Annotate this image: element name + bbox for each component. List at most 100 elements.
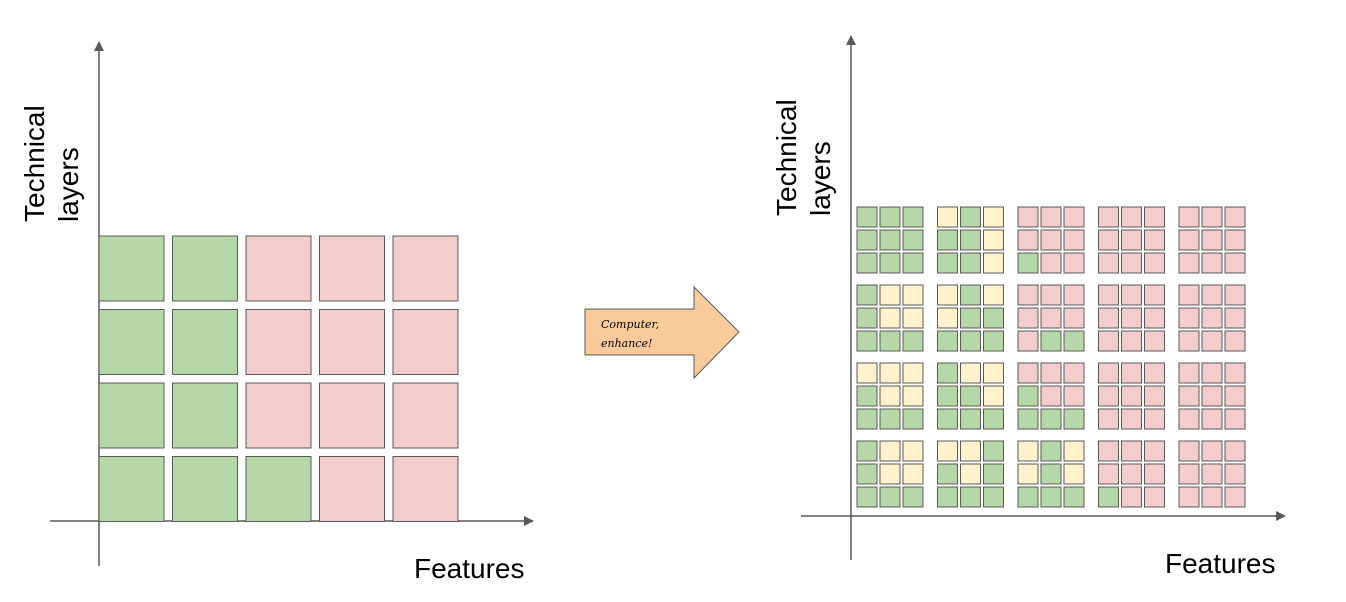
right-grid-cell-pink [1144,229,1165,251]
right-grid-cell-pink [1040,284,1062,306]
right-grid-cell-yellow [960,362,981,384]
right-grid-cell-pink [1121,440,1142,462]
right-grid-cell-pink [1144,330,1165,352]
right-grid-cell-pink [1121,330,1142,352]
right-grid-cell-pink [1178,229,1200,251]
right-grid-cell-yellow [960,463,981,485]
right-grid-cell-green [960,229,981,251]
right-grid-cell-green [1063,330,1085,352]
right-grid-cell-yellow [983,362,1004,384]
left-grid-cell-green [172,309,238,375]
right-grid-cell-green [856,385,878,407]
right-grid-cell-green [983,330,1004,352]
right-grid-cell-yellow [902,284,924,306]
right-grid-cell-pink [1121,252,1142,274]
right-grid-cell-pink [1224,284,1246,306]
right-grid-cell-pink [1121,362,1142,384]
right-grid-cell-yellow [1063,463,1085,485]
right-grid-cell-pink [1121,408,1142,430]
right-grid-cell-pink [1178,307,1200,329]
right-grid-cell-green [856,284,878,306]
right-grid-cell-green [960,307,981,329]
right-grid-cell-yellow [856,362,878,384]
right-grid-cell-pink [1178,385,1200,407]
right-grid-cell-pink [1178,463,1200,485]
right-grid-cell-pink [1144,408,1165,430]
right-grid-cell-pink [1224,362,1246,384]
right-grid-cell-pink [1178,330,1200,352]
left-grid-cell-pink [392,456,459,522]
right-grid-cell-green [983,408,1004,430]
right-grid-cell-pink [1063,284,1085,306]
right-grid-cell-pink [1063,229,1085,251]
right-grid-cell-pink [1017,229,1039,251]
right-grid-cell-pink [1121,284,1142,306]
right-grid-cell-yellow [983,229,1004,251]
right-grid-cell-yellow [902,362,924,384]
right-grid-cell-green [879,229,901,251]
right-grid-cell-green [960,252,981,274]
right-grid-cell-green [1040,408,1062,430]
right-grid-cell-yellow [1063,440,1085,462]
right-grid-cell-pink [1121,206,1142,228]
right-grid-cell-pink [1098,330,1119,352]
left-grid-cell-pink [319,309,385,375]
right-grid-cell-pink [1098,284,1119,306]
right-grid-cell-pink [1121,463,1142,485]
right-grid-cell-green [902,229,924,251]
left-grid-cell-pink [245,309,312,375]
right-grid-cell-pink [1224,385,1246,407]
arrow-shape [584,285,740,380]
right-grid-cell-pink [1224,229,1246,251]
right-grid-cell-green [879,206,901,228]
right-grid-cell-pink [1063,362,1085,384]
right-grid-cell-pink [1017,362,1039,384]
arrow-text-line1: Computer, [601,318,659,331]
right-grid-cell-yellow [937,307,958,329]
right-y-axis-label-line1: Technical [771,99,802,216]
right-grid-cell-green [902,252,924,274]
right-grid-cell-green [902,486,924,508]
right-grid-cell-yellow [960,440,981,462]
right-grid-cell-pink [1063,307,1085,329]
right-diagram: Technical layers Features [771,35,1286,579]
right-grid-cell-pink [1040,362,1062,384]
right-grid-cell-pink [1144,463,1165,485]
right-grid-cell-green [902,330,924,352]
left-y-axis-label-line1: Technical [19,105,50,222]
right-grid-cell-pink [1144,362,1165,384]
right-grid-cell-green [960,385,981,407]
right-grid-cell-yellow [983,206,1004,228]
right-grid-cell-pink [1121,229,1142,251]
right-grid-cell-pink [1040,307,1062,329]
left-grid-cell-green [172,456,238,522]
right-grid-cell-pink [1224,307,1246,329]
right-grid-cell-green [937,229,958,251]
right-grid-cell-green [983,486,1004,508]
right-grid-cell-pink [1178,252,1200,274]
right-grid-cell-green [856,252,878,274]
left-x-axis-label: Features [414,553,525,584]
right-grid-cell-green [902,206,924,228]
right-grid-cell-pink [1201,385,1223,407]
right-grid-cell-green [983,440,1004,462]
right-grid-cell-pink [1040,229,1062,251]
right-grid-cell-green [960,330,981,352]
right-grid-cell-pink [1201,330,1223,352]
right-grid-cell-pink [1121,307,1142,329]
right-grid-cell-pink [1017,284,1039,306]
right-grid-cell-yellow [1017,463,1039,485]
right-grid-cell-pink [1098,440,1119,462]
left-grid-cell-green [98,456,165,522]
right-grid-cell-pink [1040,385,1062,407]
right-grid-cell-yellow [937,284,958,306]
right-grid-cell-pink [1201,408,1223,430]
right-grid-cell-pink [1201,252,1223,274]
right-grid-cell-green [879,486,901,508]
right-grid-cell-green [856,206,878,228]
right-grid-cell-pink [1098,385,1119,407]
right-grid-cell-green [983,307,1004,329]
right-grid-cell-green [1063,408,1085,430]
right-grid-cell-green [1017,486,1039,508]
